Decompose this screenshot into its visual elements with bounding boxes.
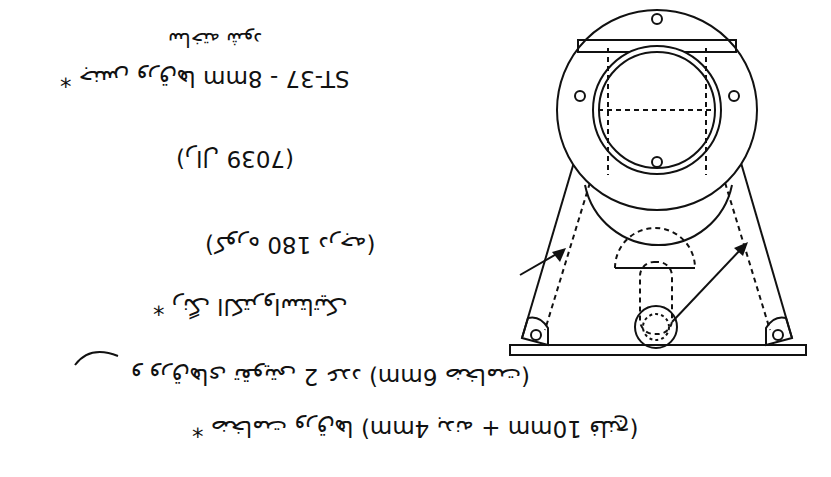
- foot-hole: [773, 330, 783, 340]
- hidden-line: [598, 109, 716, 111]
- flange-bore-inner: [599, 52, 715, 168]
- small-flange: [635, 306, 677, 348]
- leader-line: [520, 252, 560, 275]
- handwritten-note: * رنگ الکترواستاتیک: [153, 292, 348, 320]
- hidden-pipe: [640, 262, 672, 334]
- handwritten-note: ساخته شود: [168, 28, 262, 52]
- bolt-hole: [575, 91, 585, 101]
- bolt-hole: [729, 91, 739, 101]
- hidden-line: [615, 267, 695, 269]
- flange-bore: [593, 46, 721, 174]
- handwritten-note: (رال 7039): [176, 144, 294, 172]
- bolt-hole: [652, 14, 662, 24]
- handwritten-note: و ورق‌های تقویتی 2 عدد (6mm ضخامت): [131, 362, 530, 390]
- small-flange-bore: [643, 314, 669, 340]
- foot-ear: [522, 317, 548, 345]
- handwritten-note: * جنس ورق‌ها ST-37 - 8mm: [60, 64, 350, 92]
- main-flange: [557, 10, 757, 210]
- arrowhead: [552, 248, 566, 262]
- hidden-line: [705, 48, 707, 175]
- foot-hole: [531, 330, 541, 340]
- base-plate: [510, 345, 806, 355]
- leader-hook: [75, 352, 118, 365]
- bolt-hole: [652, 157, 662, 167]
- arrowhead: [734, 242, 748, 256]
- foot-ear: [766, 317, 792, 345]
- hidden-line: [607, 48, 609, 175]
- leader-line: [672, 248, 742, 322]
- handwritten-note: * ضخامت ورق‌ها (4mm بدنه + 10mm فلنج): [192, 414, 639, 442]
- handwritten-note: (کوره 180 درجه): [205, 230, 375, 258]
